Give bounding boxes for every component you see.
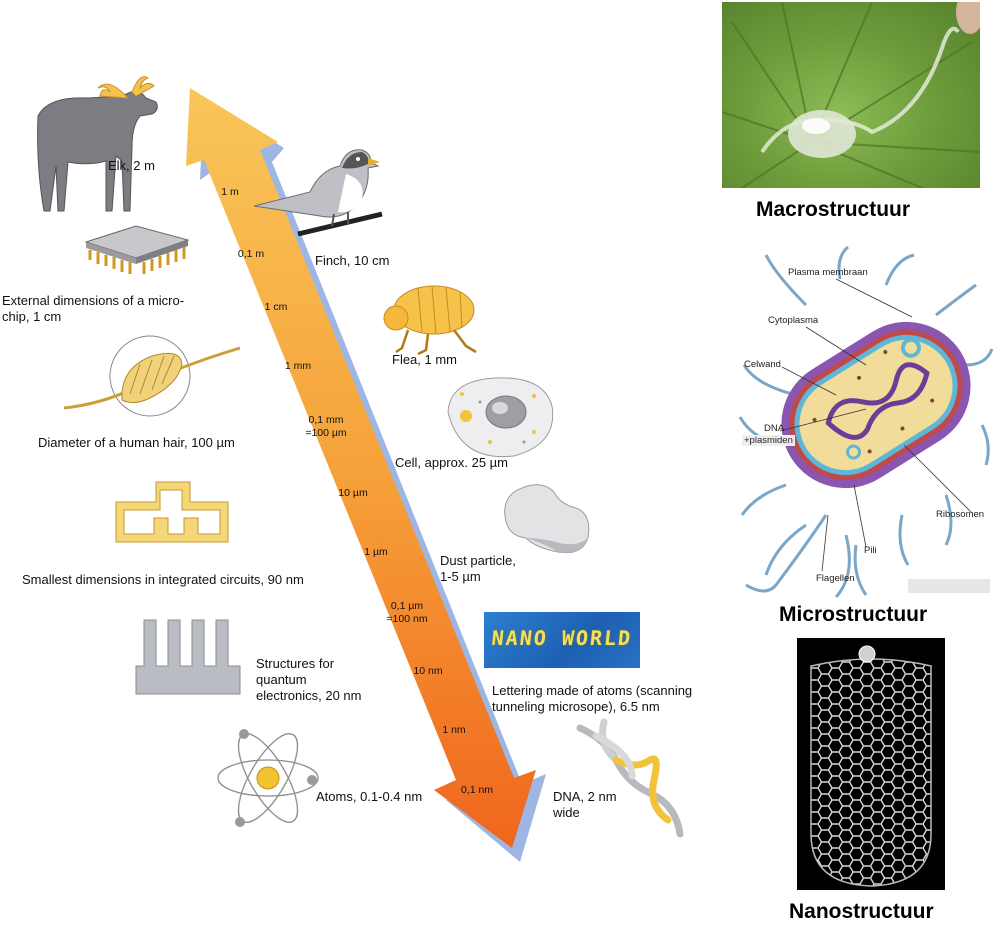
scale-label-0-1m: 0,1 m xyxy=(237,248,265,260)
elk-label: Elk, 2 m xyxy=(108,158,155,173)
cell-label: Cell, approx. 25 µm xyxy=(395,455,508,470)
microchip-icon xyxy=(84,225,190,274)
finch-icon xyxy=(253,149,383,237)
nano-world-text: NANO WORLD xyxy=(490,626,634,650)
elk-icon xyxy=(37,76,158,212)
scale-label-100nm: 0,1 µm =100 nm xyxy=(386,600,428,625)
nanotube-image xyxy=(797,638,945,890)
dna-icon xyxy=(576,718,684,838)
quantum-structure-icon xyxy=(135,619,241,695)
circuits-label: Smallest dimensions in integrated circui… xyxy=(22,572,304,587)
dust-particle-icon xyxy=(504,484,590,554)
micro-caption: Microstructuur xyxy=(779,603,928,626)
atom-icon xyxy=(217,729,319,827)
bacterium-label-ribosomen: Ribosomen xyxy=(936,509,985,520)
bacterium-label-plasma: Plasma membraan xyxy=(788,267,868,278)
macro-caption: Macrostructuur xyxy=(756,198,911,221)
bacterium-label-dna: DNA xyxy=(764,423,785,434)
bacterium-label-pili: Pili xyxy=(864,545,877,556)
scale-label-1nm: 1 nm xyxy=(442,724,466,736)
scale-label-1mm: 1 mm xyxy=(284,360,312,372)
bacterium-diagram: Plasma membraan Cytoplasma Celwand DNA +… xyxy=(736,245,994,599)
scale-label-1m: 1 m xyxy=(221,186,239,198)
bacterium-label-flagellen: Flagellen xyxy=(816,573,855,584)
finch-label: Finch, 10 cm xyxy=(315,253,390,268)
hair-label: Diameter of a human hair, 100 µm xyxy=(38,435,235,450)
scale-label-0-1nm: 0,1 nm xyxy=(460,784,494,796)
flea-icon xyxy=(383,285,477,356)
scale-label-10nm: 10 nm xyxy=(413,665,443,677)
atoms-label: Atoms, 0.1-0.4 nm xyxy=(316,789,423,804)
flea-label: Flea, 1 mm xyxy=(392,352,458,367)
bacterium-label-cytoplasma: Cytoplasma xyxy=(768,315,819,326)
circuit-icon xyxy=(115,481,229,543)
bacterium-label-celwand: Celwand xyxy=(744,359,781,370)
bacterium-label-plasmiden: +plasmiden xyxy=(742,435,795,446)
scale-label-100um: 0,1 mm =100 µm xyxy=(305,414,347,439)
microchip-label: External dimensions of a micro- chip, 1 … xyxy=(2,293,185,324)
scale-label-1cm: 1 cm xyxy=(264,301,288,313)
scale-label-1um: 1 µm xyxy=(364,546,388,558)
dust-label: Dust particle, 1-5 µm xyxy=(440,553,516,584)
lotus-leaf-photo xyxy=(722,2,980,188)
lettering-label: Lettering made of atoms (scanning tunnel… xyxy=(492,683,693,714)
nano-world-image: NANO WORLD xyxy=(484,612,640,668)
hair-icon xyxy=(63,335,241,417)
scale-label-10um: 10 µm xyxy=(338,487,368,499)
cell-icon xyxy=(447,377,554,458)
arrow-body xyxy=(186,88,536,848)
quantum-label: Structures for quantum electronics, 20 n… xyxy=(256,656,362,703)
nano-caption: Nanostructuur xyxy=(789,900,934,923)
dna-label: DNA, 2 nm wide xyxy=(553,789,617,820)
